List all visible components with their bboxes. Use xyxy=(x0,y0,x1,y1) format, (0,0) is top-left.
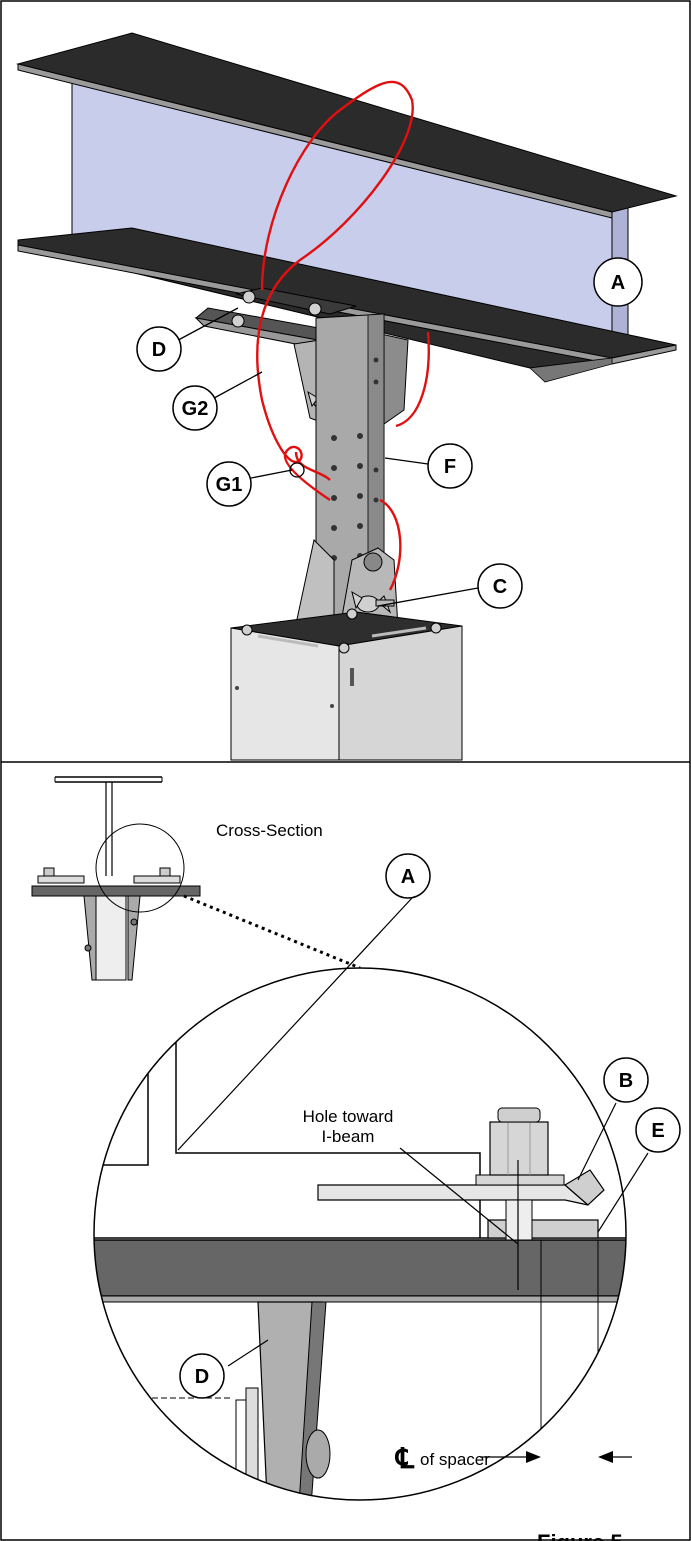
leader-d-top xyxy=(168,307,239,346)
callout-c: C xyxy=(477,563,523,609)
callout-f: F xyxy=(427,443,473,489)
clamp-plate-top xyxy=(235,287,357,315)
centerline-symbol: ℄ xyxy=(394,1443,415,1474)
callout-g1: G1 xyxy=(206,461,252,507)
callout-g2-label: G2 xyxy=(182,398,209,420)
leader-hole-note xyxy=(399,1147,519,1245)
detail-spacer xyxy=(487,1219,599,1239)
cross-section-thumbnail xyxy=(31,776,201,981)
leader-f xyxy=(384,457,429,465)
top-view: A D G2 G1 F C xyxy=(16,32,678,761)
leader-c xyxy=(377,587,479,607)
detail-circle-outline xyxy=(93,967,627,1501)
figure-title: Figure 5 xyxy=(537,1530,623,1541)
callout-d-bottom-label: D xyxy=(195,1366,209,1388)
box-latch xyxy=(350,668,354,686)
detail-plate-edge xyxy=(94,1295,626,1303)
centerline-text: of spacer xyxy=(420,1450,490,1469)
callout-a-top: A xyxy=(593,257,643,307)
leader-b xyxy=(577,1102,617,1181)
box-bolts xyxy=(235,608,442,708)
leader-e xyxy=(597,1152,649,1233)
detail-clamp-tip xyxy=(563,1169,605,1206)
callout-d-top: D xyxy=(136,326,182,372)
lower-bracket-pivot xyxy=(363,552,383,572)
box-front xyxy=(230,627,340,761)
box-slot-right xyxy=(371,626,427,638)
hole-note-line1: Hole toward xyxy=(303,1107,394,1126)
detail-nut xyxy=(489,1121,549,1176)
detail-bolt-shank xyxy=(505,1199,533,1241)
callout-f-label: F xyxy=(444,456,456,478)
callout-a-top-label: A xyxy=(611,272,625,294)
callout-b: B xyxy=(603,1057,649,1103)
callout-g1-label: G1 xyxy=(216,474,243,496)
box-side xyxy=(338,625,463,761)
callout-g2: G2 xyxy=(172,385,218,431)
callout-d-top-label: D xyxy=(152,339,166,361)
callout-d-bottom: D xyxy=(179,1353,225,1399)
safety-wire-lower xyxy=(379,498,402,591)
detail-bracket-side xyxy=(297,1301,327,1500)
callout-e: E xyxy=(635,1107,681,1153)
box-slot-left xyxy=(257,634,319,648)
safety-wire-g2 xyxy=(256,80,414,501)
detail-magnified xyxy=(94,968,626,1500)
top-flange-edge xyxy=(17,63,613,219)
callout-e-label: E xyxy=(651,1120,664,1142)
bottom-view: Cross-Section xyxy=(31,776,681,1541)
detail-washer xyxy=(475,1174,565,1186)
magnify-connector xyxy=(183,894,361,970)
cross-section-label: Cross-Section xyxy=(216,821,323,840)
bottom-flange-end xyxy=(529,357,613,383)
detail-clamp-plate xyxy=(94,1239,626,1297)
leader-a-bottom xyxy=(177,897,413,1151)
detail-bolt-end xyxy=(497,1107,541,1123)
callout-a-bottom: A xyxy=(385,853,431,899)
leader-d-bottom xyxy=(227,1339,269,1367)
callout-a-bottom-label: A xyxy=(401,866,415,888)
detail-pivot-bolt xyxy=(305,1429,331,1479)
callout-b-label: B xyxy=(619,1070,633,1092)
safety-wire-g1 xyxy=(294,331,430,481)
callout-c-label: C xyxy=(493,576,507,598)
hole-note-line2: I-beam xyxy=(322,1127,375,1146)
centerline-dimension xyxy=(480,1451,632,1463)
